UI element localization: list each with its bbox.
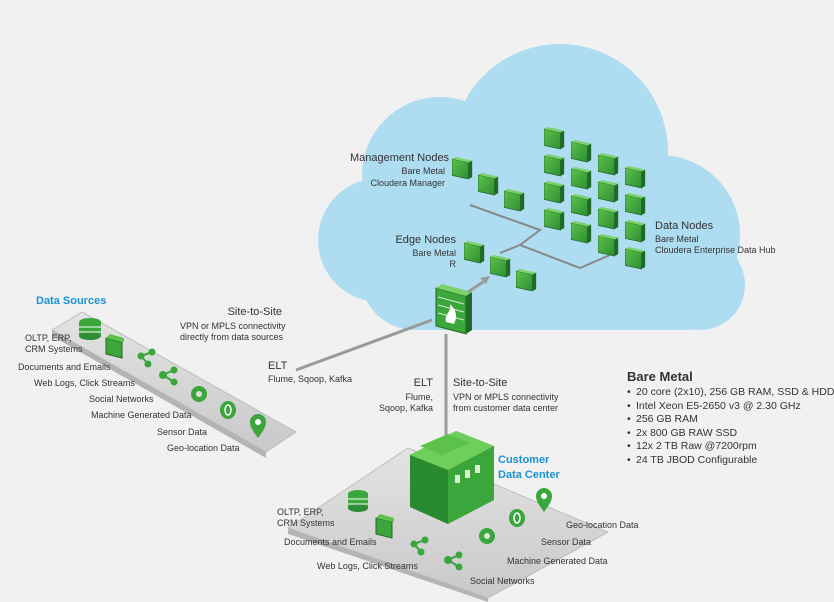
datacenter-source-label: Documents and Emails (284, 537, 377, 547)
data-source-label: Documents and Emails (18, 362, 111, 372)
gear-icon (479, 528, 495, 544)
social-icon (410, 536, 429, 556)
site-to-site-line1: VPN or MPLS connectivity (453, 392, 559, 402)
document-icon (375, 514, 394, 539)
site-to-site-title: Site-to-Site (453, 377, 508, 389)
arrow-head (480, 276, 490, 284)
server-node-icon (516, 268, 537, 292)
edge-nodes-line1: Bare Metal (412, 248, 456, 258)
datacenter-source-label: Web Logs, Click Streams (317, 561, 418, 571)
server-node-icon (625, 192, 646, 216)
server-node-icon (571, 193, 592, 217)
server-node-icon (452, 156, 473, 180)
edge-nodes-line2: R (449, 259, 457, 269)
datacenter-source-label: Geo-location Data (566, 520, 639, 530)
spec-item: 2x 800 GB RAW SSD (627, 427, 834, 441)
data-sources-title: Data Sources (36, 295, 107, 307)
customer-datacenter-subtitle: Data Center (498, 469, 560, 481)
server-node-icon (490, 254, 511, 278)
spec-item: 20 core (2x10), 256 GB RAM, SSD & HDD (627, 386, 834, 400)
elt-subtitle: Flume, Sqoop, Kafka (268, 374, 353, 384)
database-icon (79, 318, 101, 340)
data-source-label: Machine Generated Data (91, 410, 192, 420)
connection-lines (295, 278, 487, 448)
server-node-icon (598, 152, 619, 176)
spec-item: 12x 2 TB Raw @7200rpm (627, 440, 834, 454)
data-source-label: Social Networks (89, 394, 154, 404)
location-pin-icon (536, 488, 552, 512)
network-icon (444, 551, 463, 571)
cloud-connector-lines (469, 204, 611, 270)
data-source-label: Sensor Data (157, 427, 208, 437)
elt-subtitle: Flume, (405, 392, 433, 402)
management-nodes-line2: Cloudera Manager (370, 178, 445, 188)
server-node-icon (571, 220, 592, 244)
data-source-label: Web Logs, Click Streams (34, 378, 135, 388)
server-node-icon (625, 246, 646, 270)
management-nodes-title: Management Nodes (350, 152, 450, 164)
network-icon (159, 366, 178, 386)
social-icon (137, 348, 156, 368)
server-node-icon (625, 165, 646, 189)
edge-nodes-title: Edge Nodes (395, 234, 456, 246)
gear-icon (191, 386, 207, 402)
server-node-icon (544, 207, 565, 231)
customer-datacenter-title: Customer (498, 454, 550, 466)
data-source-icons (79, 318, 266, 438)
server-node-icon (464, 240, 485, 264)
sensor-icon (220, 401, 236, 419)
data-source-label: OLTP, ERP, (25, 333, 72, 343)
site-to-site-line2: from customer data center (453, 403, 559, 413)
data-nodes-line1: Bare Metal (655, 234, 699, 244)
bare-metal-title: Bare Metal (627, 369, 693, 384)
site-to-site-line2: directly from data sources (180, 332, 284, 342)
bare-metal-spec-list: 20 core (2x10), 256 GB RAM, SSD & HDD In… (627, 386, 834, 467)
server-node-icon (625, 219, 646, 243)
datacenter-source-label: Social Networks (470, 576, 535, 586)
server-node-icon (544, 180, 565, 204)
server-node-icon (544, 126, 565, 150)
server-node-icon (598, 179, 619, 203)
location-pin-icon (250, 414, 266, 438)
datacenter-building-icon (410, 431, 494, 524)
data-nodes-title: Data Nodes (655, 220, 714, 232)
datacenter-source-label: OLTP, ERP, (277, 507, 324, 517)
database-icon (348, 490, 368, 512)
server-node-icon (598, 233, 619, 257)
data-source-label: CRM Systems (25, 344, 83, 354)
datacenter-source-label: Sensor Data (541, 537, 592, 547)
server-node-icon (571, 139, 592, 163)
elt-title: ELT (413, 377, 433, 389)
datacenter-icons (348, 488, 552, 571)
elt-subtitle: Sqoop, Kafka (378, 403, 433, 413)
site-to-site-line1: VPN or MPLS connectivity (180, 321, 286, 331)
document-icon (105, 334, 124, 359)
spec-item: Intel Xeon E5-2650 v3 @ 2.30 GHz (627, 400, 834, 414)
server-node-icon (598, 206, 619, 230)
management-nodes-line1: Bare Metal (401, 166, 445, 176)
data-nodes-line2: Cloudera Enterprise Data Hub (655, 245, 776, 255)
datacenter-source-label: CRM Systems (277, 518, 335, 528)
server-node-icon (544, 153, 565, 177)
elt-title: ELT (268, 360, 288, 372)
bare-metal-specs: Bare Metal 20 core (2x10), 256 GB RAM, S… (627, 369, 834, 467)
spec-item: 256 GB RAM (627, 413, 834, 427)
data-source-label: Geo-location Data (167, 443, 240, 453)
server-node-icon (504, 188, 525, 212)
datacenter-source-label: Machine Generated Data (507, 556, 608, 566)
firewall-icon (435, 284, 472, 335)
site-to-site-title: Site-to-Site (227, 306, 282, 318)
server-node-icon (478, 172, 499, 196)
spec-item: 24 TB JBOD Configurable (627, 454, 834, 468)
server-node-icon (571, 166, 592, 190)
sensor-icon (509, 509, 525, 527)
